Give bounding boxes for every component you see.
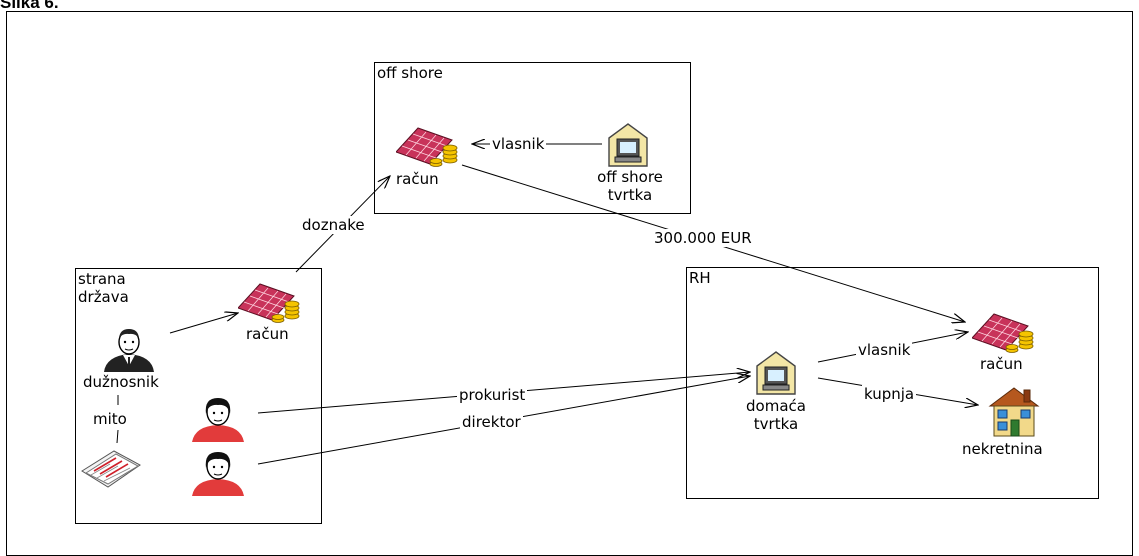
offshore-account-label: račun: [396, 170, 439, 188]
edge-label-purchase: kupnja: [862, 385, 917, 403]
official-label: dužnosnik: [83, 373, 159, 391]
account-icon: [396, 127, 458, 167]
edge-label-procurator: prokurist: [457, 386, 528, 404]
figure-caption: Slika 6.: [0, 0, 59, 12]
rh-company-label-line1: domaća: [746, 397, 806, 415]
zone-offshore-label: off shore: [377, 64, 443, 82]
edge-official-account: [169, 313, 238, 334]
edge-bribe-bottom: [116, 429, 119, 444]
rh-company-label-line2: tvrtka: [753, 415, 799, 433]
rh-account-label: račun: [980, 355, 1023, 373]
document-icon: [81, 450, 141, 488]
account-icon: [238, 283, 300, 323]
edge-label-transfers: doznake: [300, 216, 367, 234]
procurator-person-icon: [192, 398, 244, 442]
edge-label-owner-offshore: vlasnik: [490, 135, 547, 153]
edge-label-amount: 300.000 EUR: [652, 229, 754, 247]
account-icon: [972, 313, 1034, 353]
director-person-icon: [192, 452, 244, 496]
foreign-account-label: račun: [246, 325, 289, 343]
zone-rh-label: RH: [689, 269, 711, 287]
offshore-company-label: off shore tvrtka: [585, 168, 675, 204]
offshore-company-label-line1: off shore: [597, 168, 663, 186]
company-icon: [608, 123, 648, 167]
official-person-icon: [104, 329, 154, 372]
edge-label-bribe: mito: [91, 410, 129, 428]
company-icon: [756, 351, 796, 395]
offshore-company-label-line2: tvrtka: [607, 186, 653, 204]
zone-foreign-state-label-line1: strana: [78, 270, 126, 288]
zone-foreign-state-label-line2: država: [78, 288, 129, 306]
edge-label-director: direktor: [460, 413, 523, 431]
edge-label-owner-rh: vlasnik: [856, 341, 913, 359]
rh-company-label: domaća tvrtka: [728, 397, 824, 433]
property-label: nekretnina: [962, 440, 1043, 458]
house-icon: [988, 387, 1040, 437]
zone-rh: RH: [686, 267, 1099, 499]
